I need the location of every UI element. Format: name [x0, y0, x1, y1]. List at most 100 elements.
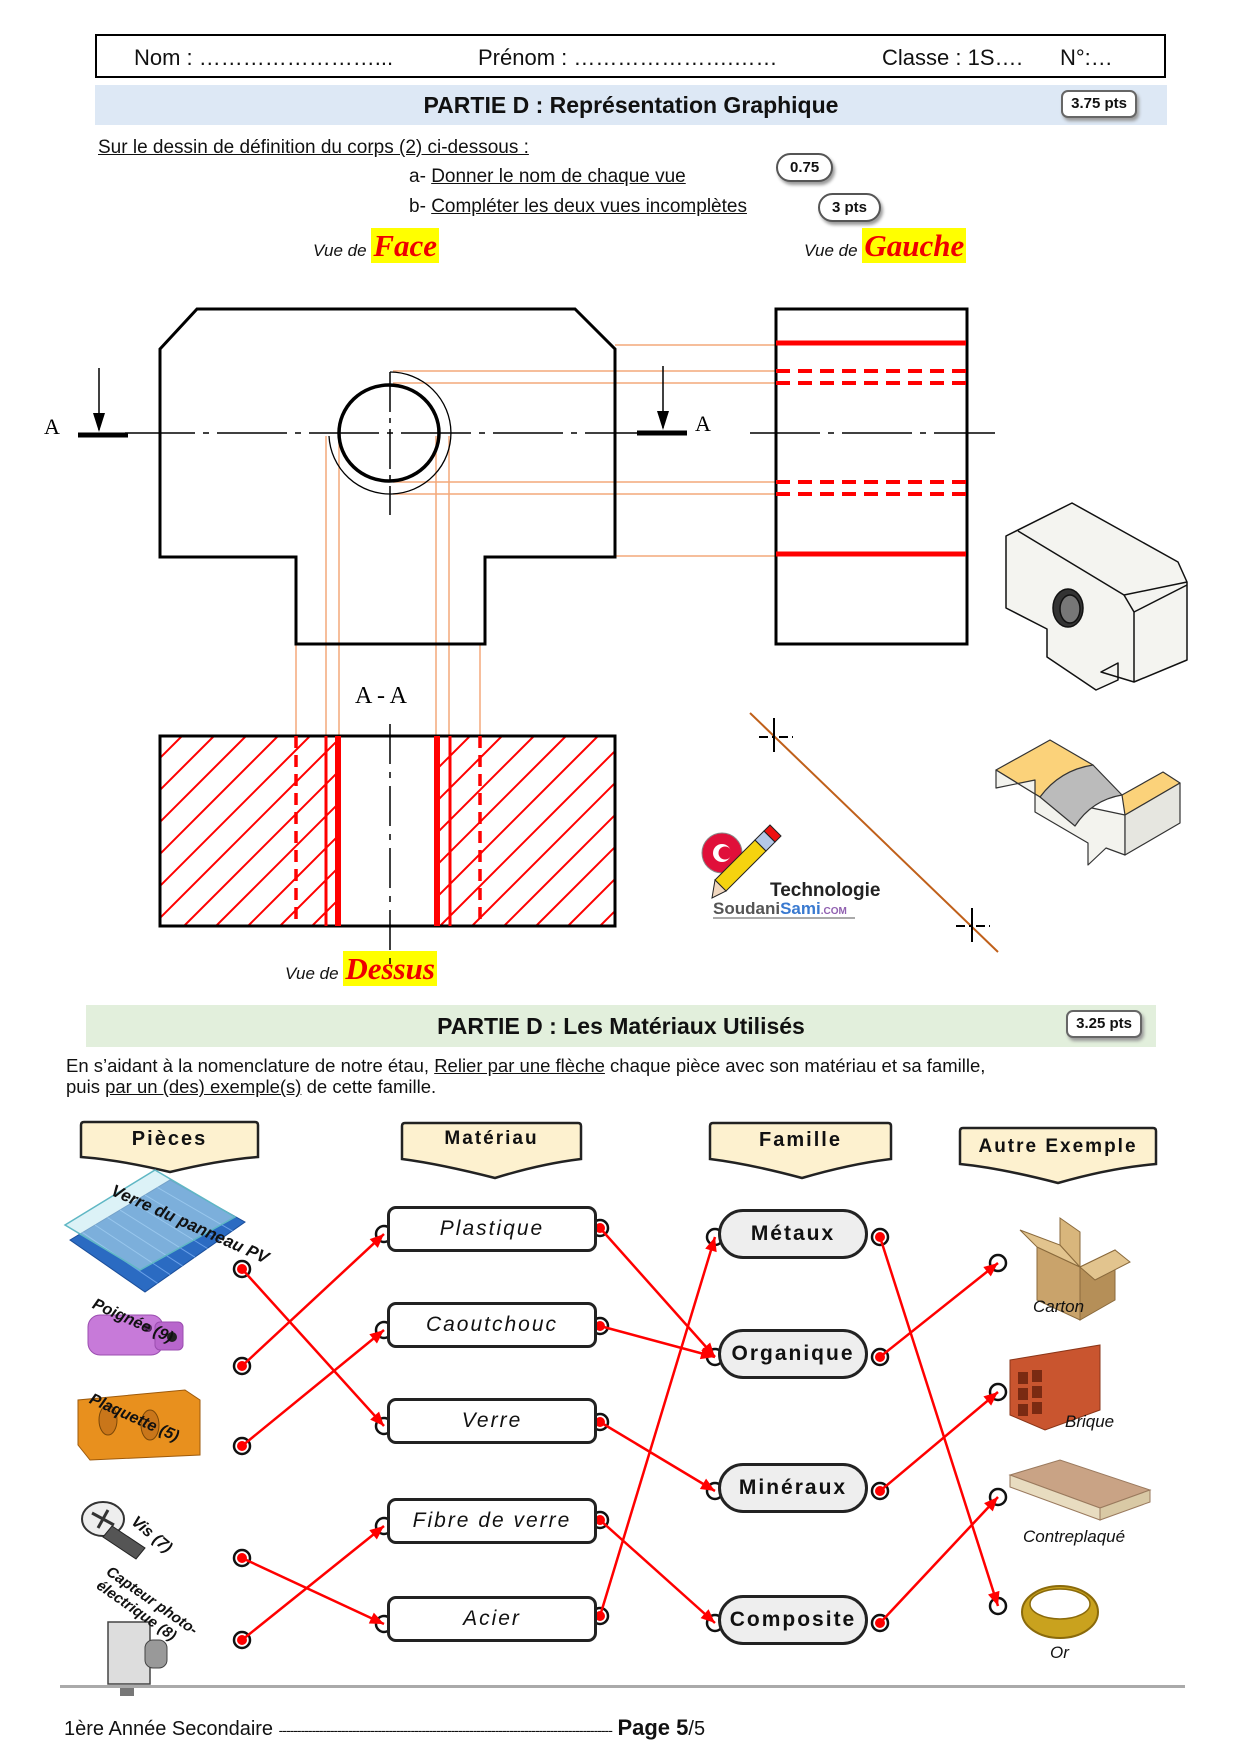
arrow-materiau-famille-head	[699, 1478, 715, 1491]
logo-sami: Sami	[780, 899, 821, 918]
task-a-text: Donner le nom de chaque vue	[431, 166, 686, 187]
piece-image-screw	[81, 1501, 146, 1560]
hatch-line	[160, 736, 279, 856]
front-view-name[interactable]: Face	[371, 228, 440, 263]
instruction-text: puis	[66, 1076, 106, 1097]
arrow-materiau-famille-dot	[595, 1611, 605, 1621]
task-b-prefix: b-	[409, 196, 426, 217]
miter-crosshair-bottom	[956, 908, 990, 942]
column-banners	[79, 1120, 1158, 1185]
arrow-materiau-famille	[599, 1227, 716, 1358]
vue-prefix: Vue de	[285, 964, 339, 983]
arrow-piece-materiau-dot	[237, 1264, 247, 1274]
hatch-line	[279, 866, 338, 926]
arrow-famille-exemple-dot	[875, 1486, 885, 1496]
top-view-outline	[158, 734, 617, 928]
section-marker-right	[637, 366, 687, 436]
arrow-materiau-famille-dot	[595, 1417, 605, 1427]
arrow-piece-materiau	[241, 1268, 385, 1427]
hatch-line	[247, 834, 338, 926]
brick-hole	[1018, 1404, 1028, 1416]
logo-soudani: Soudani	[713, 899, 780, 918]
left-view-label: Vue de Gauche	[804, 228, 967, 264]
left-view-name[interactable]: Gauche	[862, 228, 967, 263]
task-a-prefix: a-	[409, 166, 426, 187]
prenom-field[interactable]: Prénom : ………………….……	[478, 45, 778, 70]
hatch-line	[567, 877, 615, 926]
banner-materiau	[400, 1121, 583, 1180]
arrow-famille-exemple	[879, 1391, 999, 1492]
brick-hole	[1032, 1402, 1042, 1414]
front-view-label: Vue de Face	[313, 228, 440, 264]
task-b-points: 3 pts	[818, 193, 882, 222]
brick-hole	[1018, 1372, 1028, 1384]
left-view-answer-lines	[776, 340, 966, 557]
intro-text: Sur le dessin de définition du corps (2)…	[98, 137, 529, 158]
column-header-famille: Famille	[759, 1129, 842, 1151]
materiau-box[interactable]: Verre	[387, 1398, 597, 1444]
hatch-line	[439, 749, 615, 926]
arrow-piece-materiau-dot	[237, 1441, 247, 1451]
logo-text-technologie: Technologie	[770, 880, 880, 901]
task-b: b- Compléter les deux vues incomplètes	[409, 196, 747, 218]
arrow-piece-materiau	[241, 1556, 385, 1626]
arrow-piece-materiau-head	[369, 1330, 384, 1344]
column-header-pieces: Pièces	[131, 1128, 208, 1150]
column-header-materiau: Matériau	[444, 1128, 539, 1149]
footer-page: Page 5	[617, 1715, 689, 1740]
arrow-piece-materiau	[241, 1329, 385, 1447]
arrow-famille-exemple	[878, 1236, 1000, 1607]
arrow-famille-exemple-dot	[875, 1232, 885, 1242]
piece-image-handle	[87, 1314, 184, 1356]
task-a: a- Donner le nom de chaque vue	[409, 166, 686, 188]
vue-prefix: Vue de	[804, 241, 858, 260]
task-a-points: 0.75	[776, 153, 834, 182]
example-image-carton	[1019, 1217, 1131, 1321]
banner-exemple	[958, 1126, 1158, 1185]
axis-lines	[125, 372, 995, 970]
materiau-box[interactable]: Fibre de verre	[387, 1498, 597, 1544]
isometric-section-view	[995, 739, 1181, 866]
arrow-famille-exemple-head	[988, 1590, 1000, 1606]
hatch-line	[160, 738, 338, 920]
brick-hole	[1032, 1386, 1042, 1398]
piece-image-solar-panel	[63, 1169, 246, 1293]
famille-box[interactable]: Composite	[718, 1595, 868, 1645]
hatch-line	[215, 802, 338, 926]
famille-box[interactable]: Métaux	[718, 1209, 868, 1259]
footer-dashes: ----------------------------------------…	[278, 1722, 613, 1738]
hatch-line	[437, 736, 567, 867]
top-view-answer-lines	[294, 736, 482, 926]
miter-crosshair-top	[759, 718, 793, 752]
materiau-box[interactable]: Acier	[387, 1596, 597, 1642]
top-view-name[interactable]: Dessus	[343, 951, 437, 986]
arrow-piece-materiau	[241, 1525, 385, 1641]
arrow-piece-materiau-head	[369, 1234, 384, 1248]
exemple-label: Carton	[1033, 1297, 1085, 1316]
example-image-or	[1021, 1585, 1099, 1639]
arrow-famille-exemple-dot	[875, 1352, 885, 1362]
arrow-piece-materiau-head	[369, 1526, 384, 1540]
arrow-materiau-famille	[599, 1519, 716, 1624]
nom-field[interactable]: Nom : ……………………...	[134, 45, 394, 70]
famille-box[interactable]: Minéraux	[718, 1463, 868, 1513]
arrow-famille-exemple-head	[984, 1497, 998, 1512]
materiau-box[interactable]: Plastique	[387, 1206, 597, 1252]
hatch-line	[503, 813, 615, 926]
arrow-piece-materiau	[241, 1233, 385, 1367]
arrow-materiau-famille-head	[705, 1237, 717, 1253]
hatch-line	[160, 736, 215, 792]
banner-famille	[708, 1121, 893, 1180]
materiau-box[interactable]: Caoutchouc	[387, 1302, 597, 1348]
arrow-piece-materiau-head	[368, 1612, 384, 1624]
task-b-text: Compléter les deux vues incomplètes	[431, 196, 747, 217]
site-logo: Technologie SoudaniSami.COM	[701, 824, 880, 919]
hatch-line	[183, 770, 338, 926]
numero-field[interactable]: N°:…	[1060, 45, 1113, 70]
arrow-piece-materiau-dot	[237, 1635, 247, 1645]
section-letter-right: A	[695, 411, 711, 436]
classe-field[interactable]: Classe : 1S….	[882, 45, 1023, 70]
famille-box[interactable]: Organique	[718, 1329, 868, 1379]
logo-text-domain: SoudaniSami.COM	[713, 899, 847, 918]
